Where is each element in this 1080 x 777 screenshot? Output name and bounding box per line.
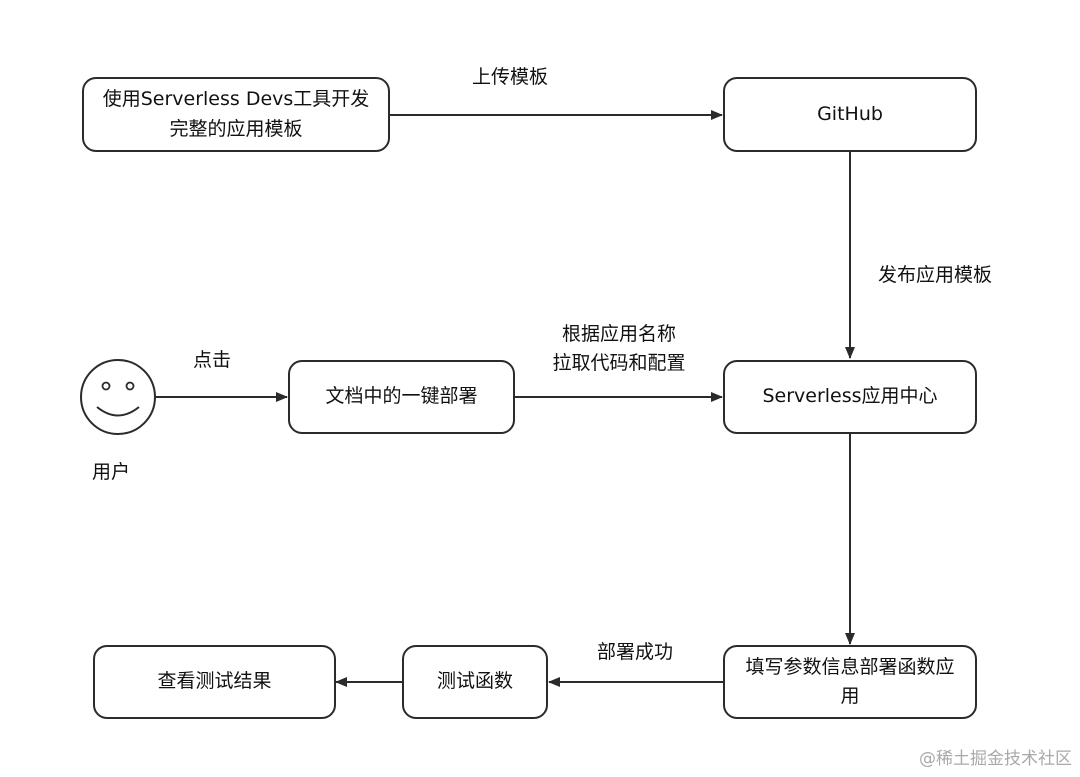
edge-label-pull-code-line1: 根据应用名称 bbox=[561, 323, 676, 345]
edge-label-deploy-success: 部署成功 bbox=[597, 641, 674, 663]
node-dev-template: 使用Serverless Devs工具开发完整的应用模板 bbox=[82, 77, 390, 152]
edge-label-pull-code-line2: 拉取代码和配置 bbox=[552, 352, 686, 375]
node-fill-params: 填写参数信息部署函数应用 bbox=[723, 645, 977, 719]
node-fill-params-label: 填写参数信息部署函数应用 bbox=[745, 655, 955, 707]
edge-label-upload-template: 上传模板 bbox=[472, 66, 549, 88]
node-github: GitHub bbox=[723, 77, 977, 152]
node-test-function: 测试函数 bbox=[402, 645, 548, 719]
node-view-results-label: 查看测试结果 bbox=[157, 670, 272, 693]
edge-label-click: 点击 bbox=[193, 349, 232, 371]
user-label: 用户 bbox=[92, 461, 131, 483]
node-app-center-label: Serverless应用中心 bbox=[762, 385, 938, 408]
node-github-label: GitHub bbox=[817, 102, 883, 125]
node-doc-deploy-label: 文档中的一键部署 bbox=[325, 385, 478, 408]
node-view-results: 查看测试结果 bbox=[93, 645, 336, 719]
user-smiley-icon bbox=[80, 359, 156, 435]
node-app-center: Serverless应用中心 bbox=[723, 360, 977, 434]
edge-label-pull-code: 根据应用名称 拉取代码和配置 bbox=[540, 320, 698, 379]
node-dev-template-label: 使用Serverless Devs工具开发完整的应用模板 bbox=[102, 88, 370, 140]
node-test-function-label: 测试函数 bbox=[436, 670, 513, 693]
edge-label-publish-template: 发布应用模板 bbox=[878, 264, 993, 286]
node-doc-deploy: 文档中的一键部署 bbox=[288, 360, 515, 434]
watermark: @稀土掘金技术社区 bbox=[919, 749, 1072, 769]
